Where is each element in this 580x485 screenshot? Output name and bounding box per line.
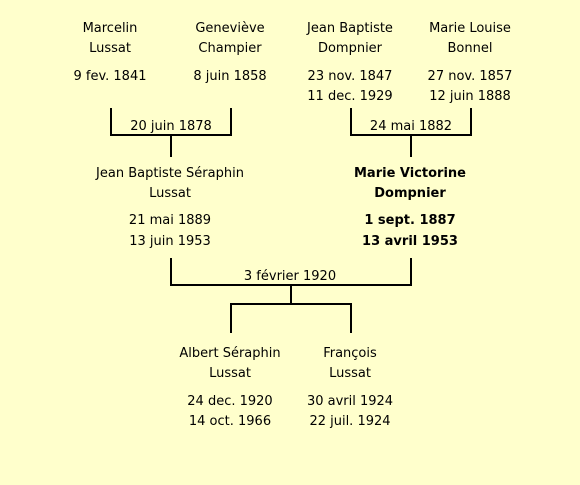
- marriage-date-lussat-dompnier: 3 février 1920: [244, 269, 336, 284]
- last-name: Lussat: [149, 186, 191, 201]
- first-name: Jean Baptiste: [306, 21, 393, 36]
- death-date: 11 dec. 1929: [307, 89, 392, 104]
- person-genevieve-champier: Geneviève Champier 8 juin 1858: [193, 21, 266, 84]
- death-date: 13 avril 1953: [362, 234, 458, 249]
- first-name: Jean Baptiste Séraphin: [95, 166, 244, 181]
- last-name: Lussat: [329, 366, 371, 381]
- person-marie-louise-bonnel: Marie Louise Bonnel 27 nov. 1857 12 juin…: [428, 21, 513, 104]
- birth-date: 23 nov. 1847: [308, 69, 393, 84]
- first-name: François: [323, 346, 377, 361]
- last-name: Champier: [198, 41, 262, 56]
- birth-date: 27 nov. 1857: [428, 69, 513, 84]
- birth-date: 24 dec. 1920: [187, 394, 272, 409]
- last-name: Lussat: [209, 366, 251, 381]
- death-date: 12 juin 1888: [429, 89, 511, 104]
- last-name: Lussat: [89, 41, 131, 56]
- first-name: Albert Séraphin: [179, 346, 280, 361]
- first-name: Marie Victorine: [354, 166, 466, 181]
- person-marcelin-lussat: Marcelin Lussat 9 fev. 1841: [73, 21, 146, 84]
- last-name: Dompnier: [318, 41, 383, 56]
- birth-date: 8 juin 1858: [193, 69, 266, 84]
- first-name: Geneviève: [195, 21, 264, 36]
- birth-date: 30 avril 1924: [307, 394, 393, 409]
- birth-date: 21 mai 1889: [129, 213, 211, 228]
- death-date: 13 juin 1953: [129, 234, 211, 249]
- person-jean-baptiste-dompnier: Jean Baptiste Dompnier 23 nov. 1847 11 d…: [306, 21, 393, 104]
- birth-date: 1 sept. 1887: [364, 213, 455, 228]
- first-name: Marcelin: [83, 21, 138, 36]
- children-bracket: [230, 303, 352, 333]
- marriage-date-lussat-champier: 20 juin 1878: [130, 119, 212, 134]
- person-jean-baptiste-seraphin-lussat: Jean Baptiste Séraphin Lussat 21 mai 188…: [95, 166, 244, 249]
- marriage-date-dompnier-bonnel: 24 mai 1882: [370, 119, 452, 134]
- last-name: Dompnier: [374, 186, 446, 201]
- death-date: 14 oct. 1966: [189, 414, 271, 429]
- last-name: Bonnel: [448, 41, 493, 56]
- birth-date: 9 fev. 1841: [73, 69, 146, 84]
- death-date: 22 juil. 1924: [309, 414, 390, 429]
- person-francois-lussat: François Lussat 30 avril 1924 22 juil. 1…: [307, 346, 393, 429]
- person-albert-seraphin-lussat: Albert Séraphin Lussat 24 dec. 1920 14 o…: [179, 346, 280, 429]
- person-marie-victorine-dompnier: Marie Victorine Dompnier 1 sept. 1887 13…: [354, 166, 466, 249]
- first-name: Marie Louise: [429, 21, 511, 36]
